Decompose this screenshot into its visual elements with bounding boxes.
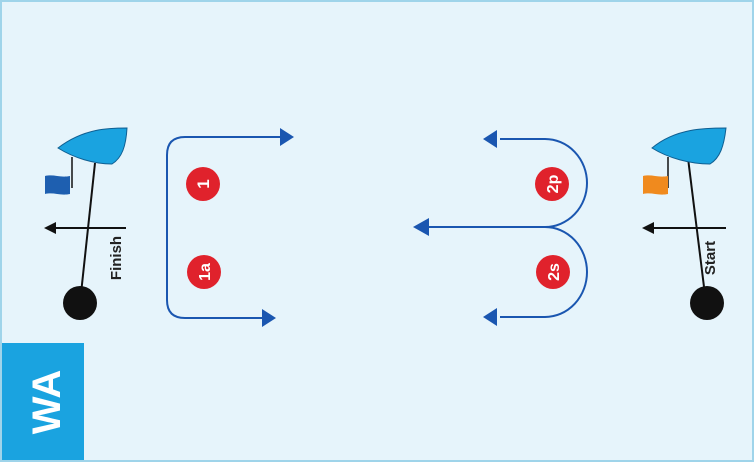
course-type-box (2, 343, 84, 460)
mark-2p-label: 2p (545, 174, 562, 193)
mark-2p: 2p (535, 167, 569, 201)
start-direction-arrow-icon (642, 222, 654, 234)
course-line-left (166, 136, 288, 319)
start-pin-icon (690, 286, 724, 320)
course-line-upper-right (428, 138, 588, 228)
mark-2s: 2s (536, 255, 570, 289)
mark-1-label: 1 (194, 179, 213, 188)
mark-1a-buoy (187, 255, 221, 289)
mark-1a: 1a (187, 255, 221, 289)
mark-1: 1 (186, 167, 220, 201)
committee-boat-icon (57, 127, 128, 165)
start-flag-icon (643, 175, 668, 195)
finish-direction-arrow-icon (44, 222, 56, 234)
course-type-label: WA (25, 370, 69, 434)
course-path-right (413, 130, 588, 326)
finish-label: Finish (108, 236, 125, 280)
course-line-lower-right (500, 226, 588, 318)
course-path-left (166, 128, 294, 327)
course-arrow-icon (483, 308, 497, 326)
start-label: Start (702, 241, 719, 275)
course-arrow-icon (483, 130, 497, 148)
mark-1-buoy (186, 167, 220, 201)
finish-line-rope (79, 162, 96, 304)
mark-2s-buoy (536, 255, 570, 289)
mark-2p-buoy (535, 167, 569, 201)
course-arrow-icon (280, 128, 294, 146)
finish-flag-icon (45, 175, 70, 195)
start-line: Start (642, 127, 727, 320)
course-arrow-icon (413, 218, 429, 236)
start-line-rope (687, 157, 707, 304)
mark-1a-label: 1a (197, 263, 214, 281)
committee-boat-icon (651, 127, 727, 165)
course-arrow-icon (262, 309, 276, 327)
finish-line: Finish (44, 127, 128, 320)
mark-2s-label: 2s (546, 263, 563, 281)
finish-pin-icon (63, 286, 97, 320)
